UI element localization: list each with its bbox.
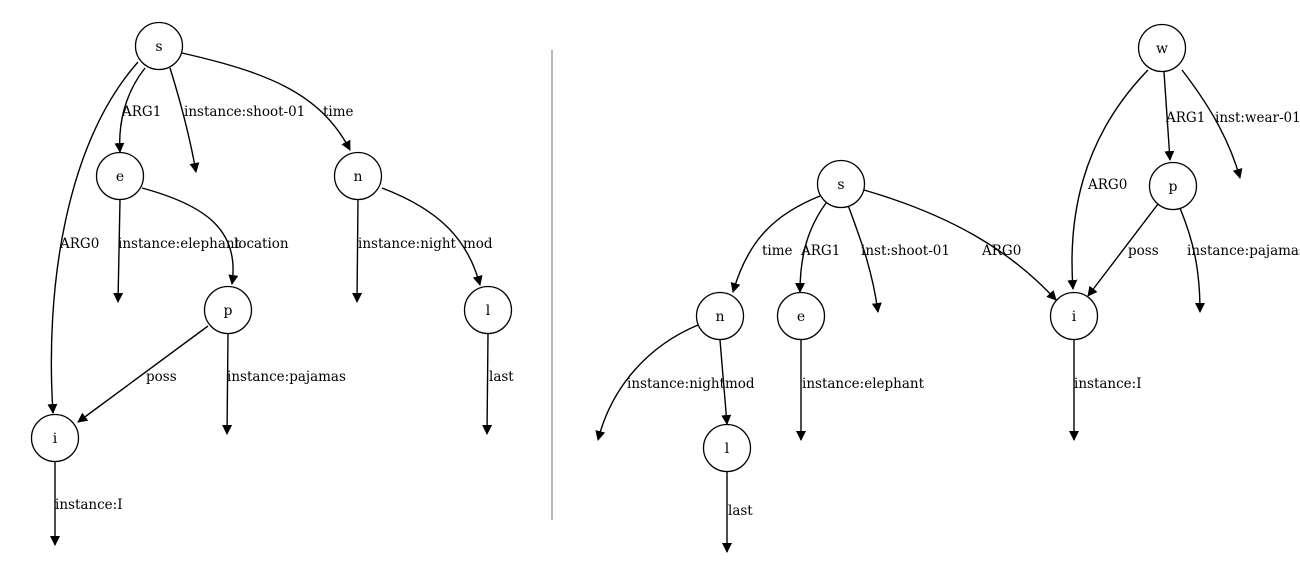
edge-left-s-inst: instance:shoot-01 xyxy=(169,67,305,173)
svg-text:inst:wear-01: inst:wear-01 xyxy=(1215,110,1300,126)
svg-text:e: e xyxy=(116,169,124,185)
svg-text:instance:I: instance:I xyxy=(55,497,123,513)
edge-left-p-i: poss xyxy=(77,325,209,423)
svg-text:p: p xyxy=(1169,179,1178,195)
edge-right-l-inst: last xyxy=(722,472,753,553)
svg-text:l: l xyxy=(486,303,491,319)
svg-text:instance:pajamas: instance:pajamas xyxy=(227,369,346,385)
edge-left-e-p: location xyxy=(141,187,289,285)
node-right-s: s xyxy=(816,159,866,209)
svg-text:last: last xyxy=(728,503,753,519)
svg-text:ARG1: ARG1 xyxy=(800,243,840,259)
edge-left-s-e: ARG1 xyxy=(114,67,161,153)
node-left-i: i xyxy=(30,413,80,463)
edge-right-s-i: ARG0 xyxy=(863,189,1057,301)
svg-text:ARG1: ARG1 xyxy=(121,104,161,120)
svg-text:instance:elephant: instance:elephant xyxy=(802,376,925,392)
node-left-n: n xyxy=(333,151,383,201)
edge-left-e-inst: instance:elephant xyxy=(113,199,241,303)
svg-text:instance:I: instance:I xyxy=(1074,376,1142,392)
node-right-l: l xyxy=(702,423,752,473)
svg-text:s: s xyxy=(155,39,162,55)
edge-right-w-inst: inst:wear-01 xyxy=(1181,69,1300,179)
node-right-w: w xyxy=(1137,23,1187,73)
svg-text:e: e xyxy=(797,309,805,325)
edge-right-e-inst: instance:elephant xyxy=(796,340,925,441)
left-graph: ARG1 instance:shoot-01 time ARG0 instanc… xyxy=(30,21,514,546)
svg-text:mod: mod xyxy=(725,376,755,392)
edge-left-s-i: ARG0 xyxy=(47,61,139,414)
svg-text:p: p xyxy=(224,303,233,319)
edge-right-n-l: mod xyxy=(719,339,755,425)
svg-text:ARG0: ARG0 xyxy=(981,243,1021,259)
edge-right-s-e: ARG1 xyxy=(795,202,840,293)
node-left-e: e xyxy=(95,151,145,201)
node-left-l: l xyxy=(463,285,513,335)
edge-right-p-i: poss xyxy=(1087,203,1159,297)
node-right-n: n xyxy=(695,291,745,341)
svg-text:poss: poss xyxy=(146,369,177,385)
svg-text:instance:night: instance:night xyxy=(358,236,457,252)
svg-text:time: time xyxy=(762,243,793,259)
svg-text:n: n xyxy=(715,309,724,325)
svg-text:i: i xyxy=(1072,309,1077,325)
svg-text:location: location xyxy=(234,236,289,252)
svg-text:n: n xyxy=(353,169,362,185)
edge-left-i-inst: instance:I xyxy=(50,462,123,546)
edge-right-i-inst: instance:I xyxy=(1069,340,1142,441)
node-left-s: s xyxy=(134,21,184,71)
edge-left-n-inst: instance:night xyxy=(352,199,457,303)
edge-left-l-inst: last xyxy=(482,333,514,435)
svg-text:instance:elephant: instance:elephant xyxy=(118,236,241,252)
svg-text:inst:shoot-01: inst:shoot-01 xyxy=(861,243,950,259)
edge-right-w-p: ARG1 xyxy=(1163,71,1205,161)
edge-right-n-inst: instance:night xyxy=(595,324,726,441)
node-right-e: e xyxy=(776,291,826,341)
svg-text:w: w xyxy=(1156,41,1168,57)
edge-right-p-inst: instance:pajamas xyxy=(1179,207,1300,313)
svg-text:i: i xyxy=(53,431,58,447)
edge-right-w-i: ARG0 xyxy=(1067,69,1149,290)
node-right-p: p xyxy=(1148,161,1198,211)
edge-left-s-n: time xyxy=(181,52,354,151)
svg-text:l: l xyxy=(725,441,730,457)
node-left-p: p xyxy=(203,285,253,335)
svg-text:ARG0: ARG0 xyxy=(1087,177,1127,193)
node-right-i: i xyxy=(1049,291,1099,341)
edge-left-p-inst: instance:pajamas xyxy=(222,333,346,435)
edge-left-n-l: mod xyxy=(381,187,493,286)
svg-text:mod: mod xyxy=(463,236,493,252)
edge-right-s-inst: inst:shoot-01 xyxy=(847,204,950,313)
edge-right-s-n: time xyxy=(730,195,821,293)
svg-text:ARG1: ARG1 xyxy=(1165,110,1205,126)
svg-text:ARG0: ARG0 xyxy=(59,236,99,252)
svg-text:s: s xyxy=(837,177,844,193)
right-graph: ARG0 ARG1 inst:wear-01 time ARG1 inst:sh… xyxy=(595,23,1300,553)
svg-text:poss: poss xyxy=(1128,243,1159,259)
svg-text:instance:pajamas: instance:pajamas xyxy=(1187,243,1300,259)
svg-text:instance:night: instance:night xyxy=(627,376,726,392)
svg-text:time: time xyxy=(323,104,354,120)
svg-text:instance:shoot-01: instance:shoot-01 xyxy=(184,104,305,120)
svg-text:last: last xyxy=(489,369,514,385)
